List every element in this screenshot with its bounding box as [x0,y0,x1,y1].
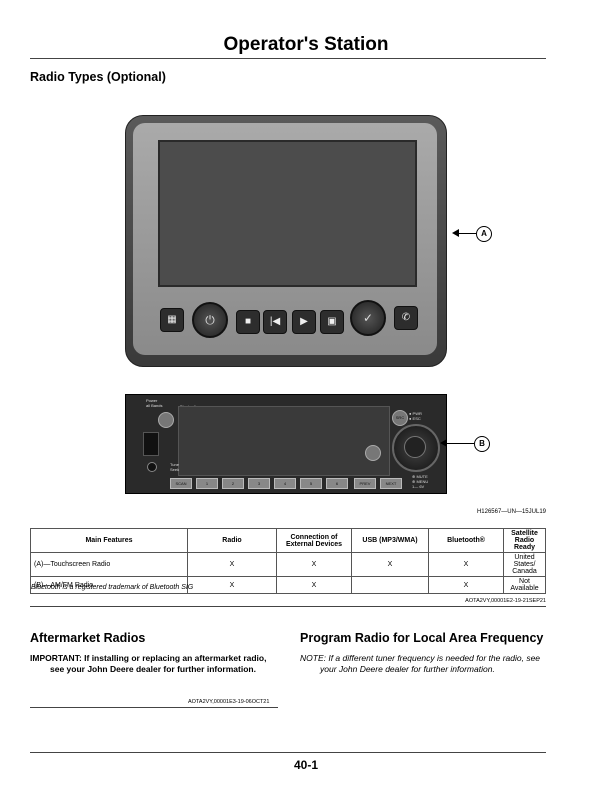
features-table: Main Features Radio Connection of Extern… [30,528,546,594]
program-note: NOTE: If a different tuner frequency is … [300,653,541,674]
aftermarket-rule [30,707,278,708]
table-header: USB (MP3/WMA) [351,528,429,553]
trademark-note: Bluetooth is a registered trademark of B… [31,584,194,591]
figure-id: H126567—UN—15JUL19 [476,509,546,515]
select-knob-icon: ✓ [350,300,386,336]
table-cell: X [276,552,352,577]
page-title: Operator's Station [223,34,389,55]
callout-a-arrowhead [452,229,459,237]
aux-jack [147,462,157,472]
power-knob-icon: ⏻ [192,302,228,338]
previous-track-icon: |◀ [263,310,287,334]
important-notice: IMPORTANT: If installing or replacing an… [30,653,267,674]
table-header: Bluetooth® [428,528,504,553]
table-header: Connection of External Devices [276,528,352,553]
table-row: (B)—AM/FM Radio X X X Not Available [30,576,546,594]
mute-menu-label: ⊕ MUTE ⊕ MENU 1— 6V [412,474,429,489]
power-all-bands-label: Power all Bands [146,398,163,408]
table-cell [351,576,429,594]
table-cell: X [428,552,504,577]
callout-b-arrowhead [440,439,447,447]
pwr-esc-label: ● PWR ● ESC [409,411,422,421]
table-header-row: Main Features Radio Connection of Extern… [30,528,546,553]
usb-slot [143,432,159,456]
program-heading: Program Radio for Local Area Frequency [300,631,544,645]
callout-a-line [458,233,476,234]
tune-seek-label: Tune Seek [170,462,180,472]
touchscreen-display [158,140,417,287]
callout-b: B [474,436,490,452]
table-cell: (A)—Touchscreen Radio [30,552,188,577]
preset-prev: PREV [354,478,376,489]
preset-6: 6 [326,478,348,489]
section-code: AOTA2VY,00001E2-19-21SEP21 [465,598,546,604]
am-fm-display-panel [178,406,390,476]
footer-rule [30,752,546,753]
preset-next: NEXT [380,478,402,489]
aftermarket-heading: Aftermarket Radios [30,631,146,645]
title-rule [30,58,546,59]
section-rule [30,606,546,607]
src-button: SRC [392,410,408,426]
table-header: Main Features [30,528,188,553]
radio-types-heading: Radio Types (Optional) [30,70,166,84]
scan-small-button [365,445,381,461]
table-cell: X [351,552,429,577]
source-icon: ▣ [320,310,344,334]
camera-icon: ■ [236,310,260,334]
power-button [158,412,174,428]
table-cell: X [276,576,352,594]
table-cell: X [187,576,277,594]
grid-icon: ▦ [160,308,184,332]
table-row: (A)—Touchscreen Radio X X X X United Sta… [30,552,546,577]
preset-4: 4 [274,478,296,489]
callout-b-line [446,443,474,444]
preset-scan: SCAN [170,478,192,489]
table-cell: United States/ Canada [503,552,546,577]
preset-5: 5 [300,478,322,489]
table-header: Radio [187,528,277,553]
aftermarket-code: AOTA2VY,00001E3-19-06OCT21 [188,699,270,705]
table-header: Satellite Radio Ready [503,528,546,553]
tuning-knob-center [404,436,426,458]
next-track-icon: ▶ [292,310,316,334]
voice-command-icon: ✆ [394,306,418,330]
preset-3: 3 [248,478,270,489]
preset-2: 2 [222,478,244,489]
preset-1: 1 [196,478,218,489]
table-cell: Not Available [503,576,546,594]
table-cell: X [187,552,277,577]
page-number: 40-1 [293,758,319,772]
table-cell: X [428,576,504,594]
callout-a: A [476,226,492,242]
